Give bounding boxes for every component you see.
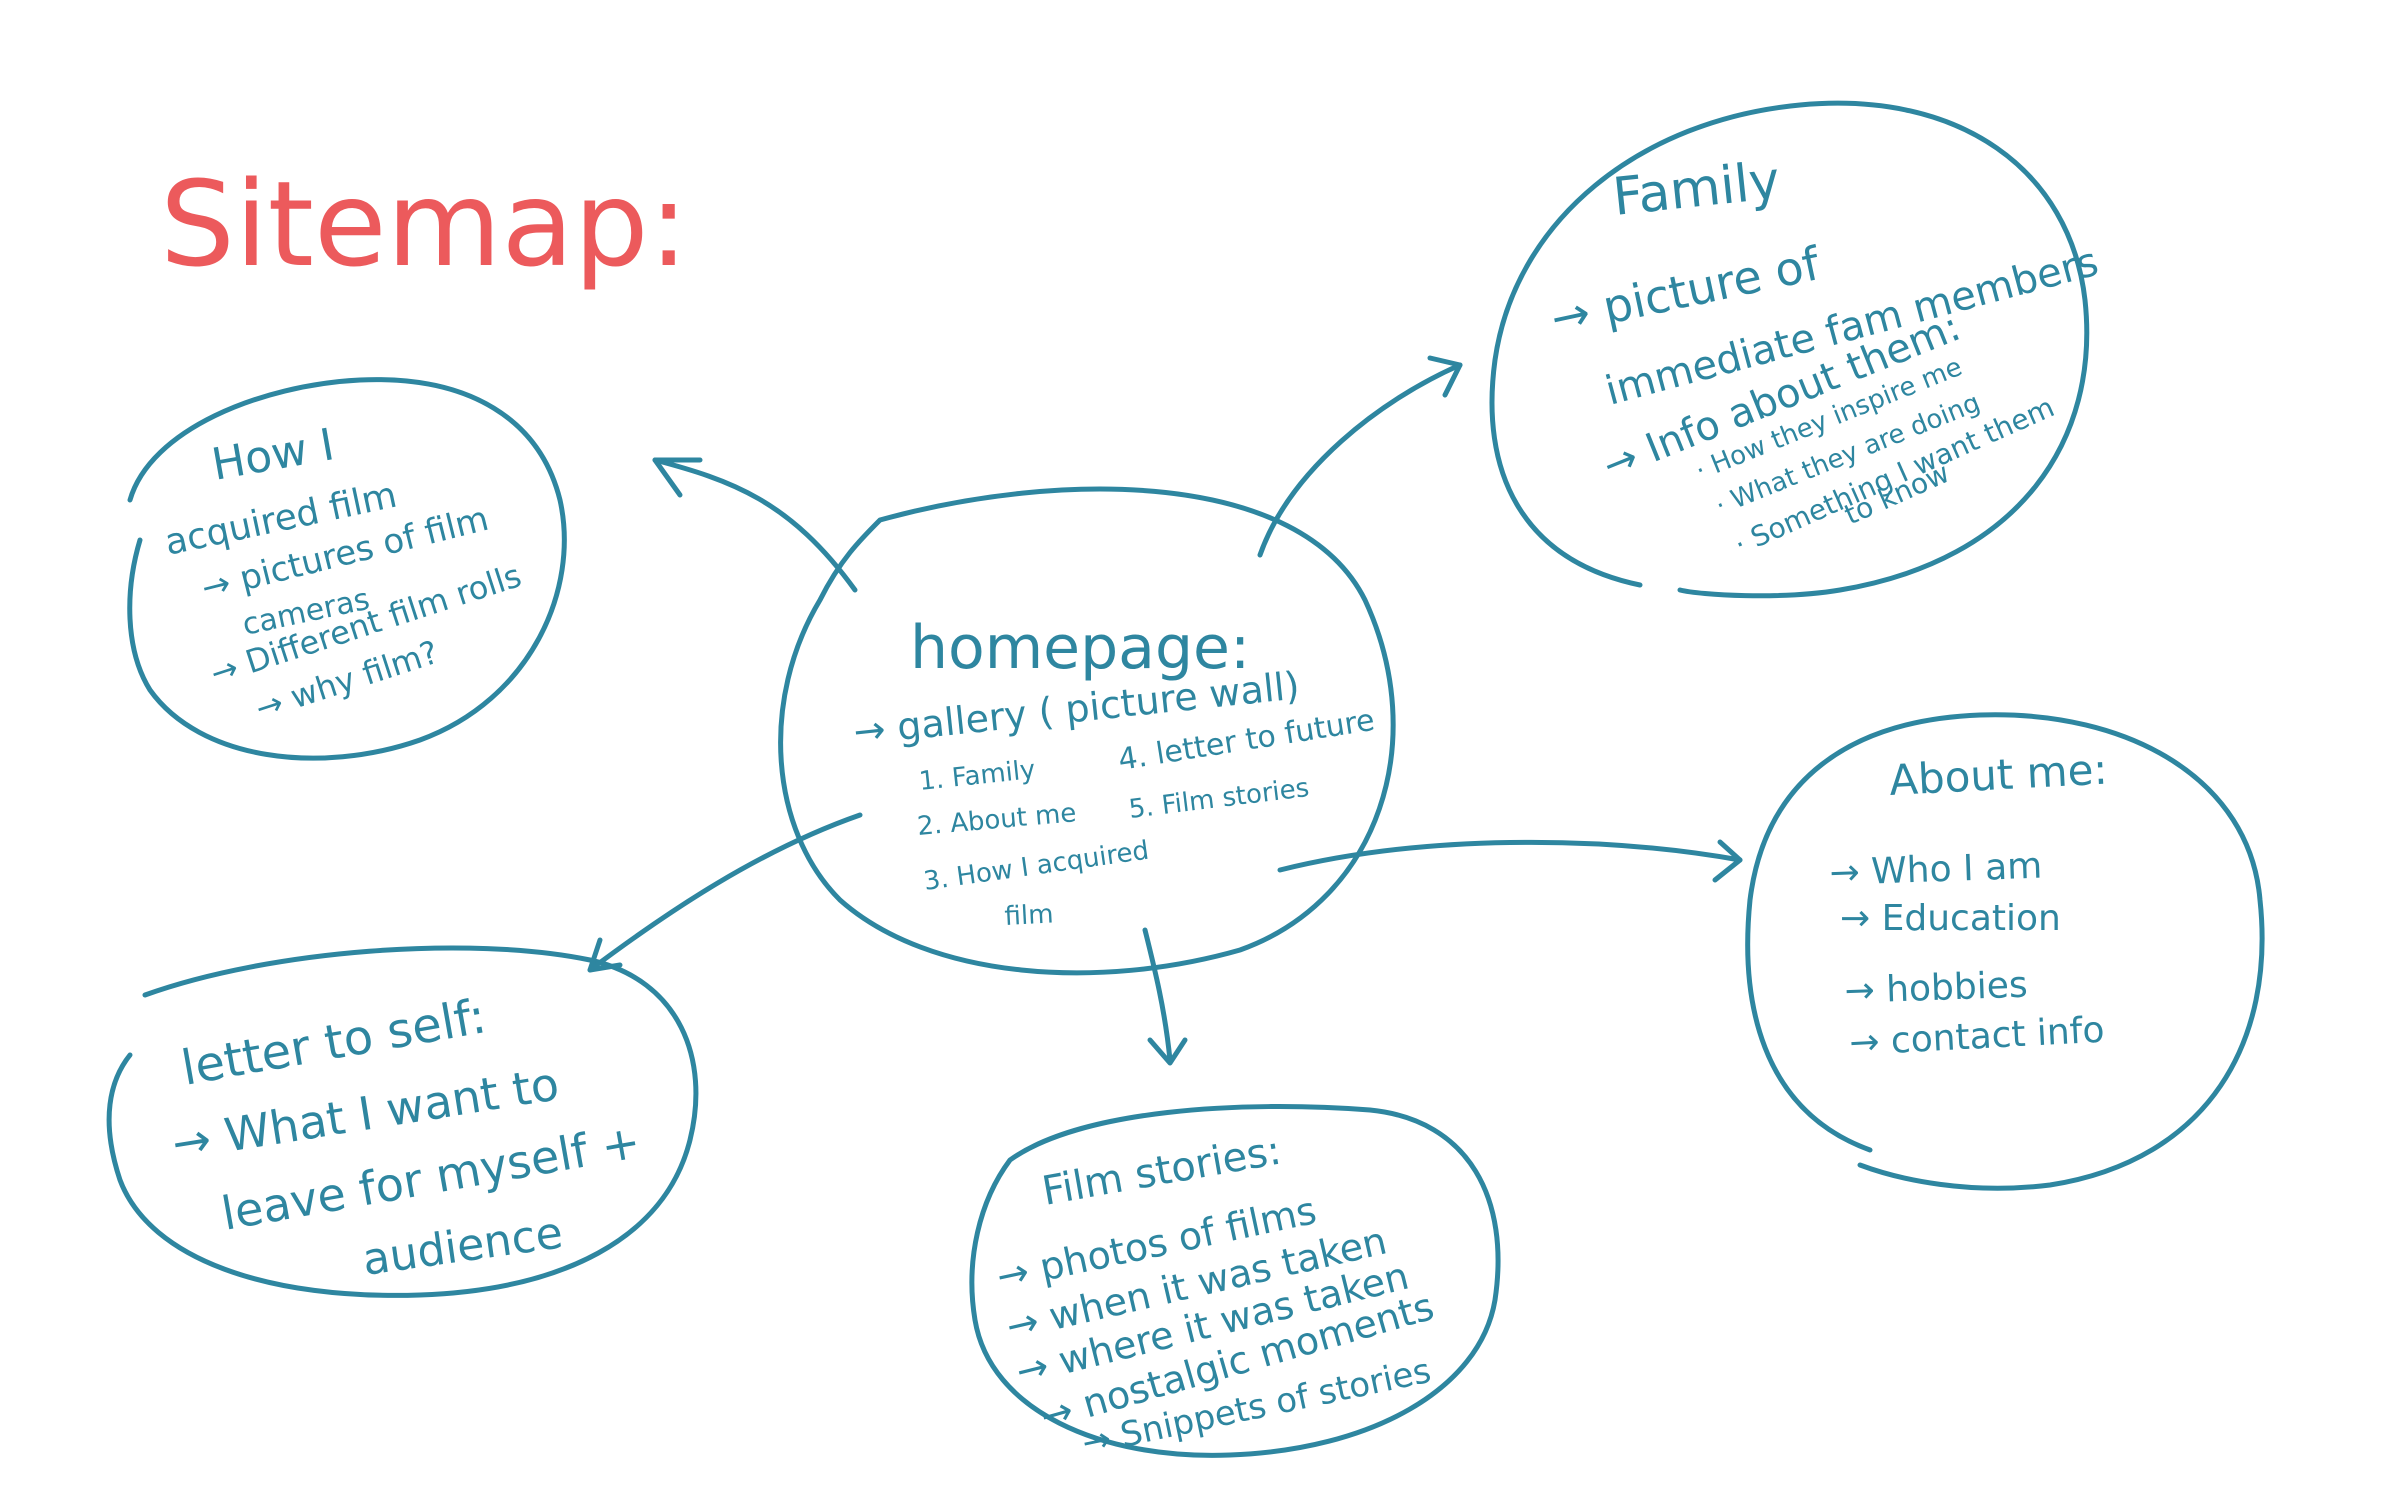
sitemap-title: Sitemap: xyxy=(160,155,688,293)
arrow-to-how-i-acquired-film xyxy=(652,457,858,593)
family-node: Family → picture of immediate fam member… xyxy=(1489,100,2103,599)
about-me-line: → Education xyxy=(1840,898,2061,939)
letter-to-self-line: audience xyxy=(359,1207,565,1286)
family-title: Family xyxy=(1610,151,1783,228)
about-me-line: → Who I am xyxy=(1829,846,2043,894)
homepage-item: film xyxy=(1004,899,1054,932)
homepage-item: 1. Family xyxy=(918,755,1037,797)
about-me-bubble xyxy=(1745,712,2265,1191)
how-i-acquired-film-node: How I acquired film → pictures of film c… xyxy=(127,377,567,761)
how-i-acquired-film-bubble xyxy=(127,377,567,761)
homepage-item: 3. How I acquired xyxy=(922,836,1151,897)
film-stories-node: Film stories: → photos of films → when i… xyxy=(969,1104,1501,1464)
how-i-acquired-film-title: How I xyxy=(208,419,338,491)
homepage-node: homepage: → gallery ( picture wall) 1. F… xyxy=(778,486,1396,976)
arrow-to-letter-to-self xyxy=(587,812,863,973)
homepage-title: homepage: xyxy=(910,613,1250,683)
film-stories-bubble xyxy=(969,1104,1501,1458)
homepage-item: 5. Film stories xyxy=(1127,773,1311,825)
arrow-to-film-stories xyxy=(1142,927,1188,1066)
about-me-line: → hobbies xyxy=(1844,965,2028,1012)
about-me-line: → contact info xyxy=(1848,1010,2105,1064)
letter-to-self-node: letter to self: → What I want to leave f… xyxy=(106,945,699,1298)
about-me-title: About me: xyxy=(1888,745,2109,805)
homepage-bubble xyxy=(778,486,1396,976)
homepage-item: 2. About me xyxy=(916,798,1078,842)
arrow-to-about-me xyxy=(1277,839,1743,883)
arrow-to-family xyxy=(1257,355,1463,558)
about-me-node: About me: → Who I am → Education → hobbi… xyxy=(1745,712,2265,1191)
letter-to-self-bubble xyxy=(106,945,699,1298)
family-bubble xyxy=(1489,100,2090,599)
